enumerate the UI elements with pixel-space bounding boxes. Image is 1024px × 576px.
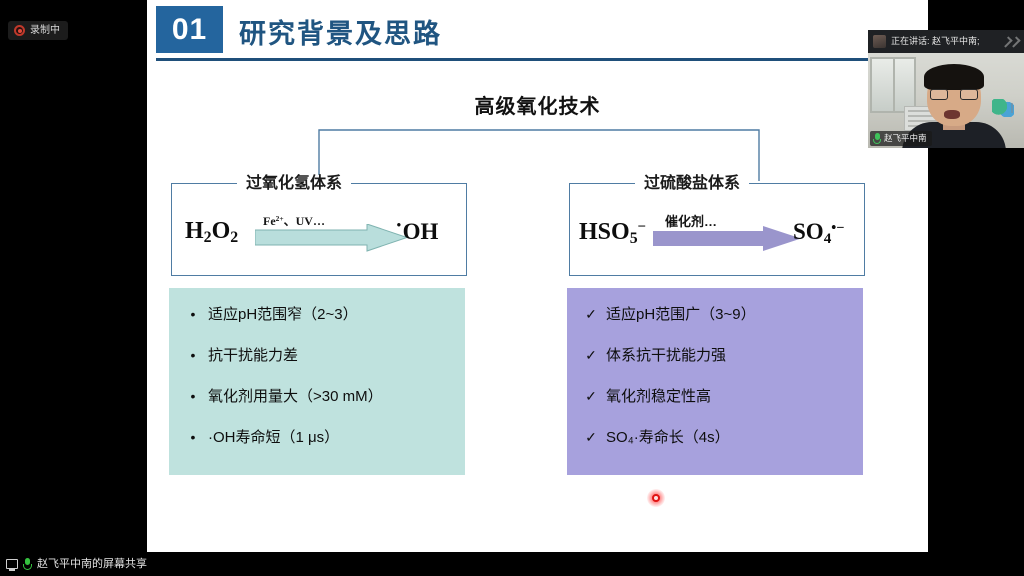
check-icon: ✓	[585, 347, 597, 363]
reaction-arrow-right	[653, 226, 801, 251]
feature-item: • 氧化剂用量大（>30 mM）	[187, 388, 455, 405]
laser-pointer-dot	[647, 489, 665, 507]
chevron-right-icon[interactable]	[1001, 36, 1021, 48]
screen-share-label: 赵飞平中南的屏幕共享	[37, 557, 147, 570]
product-sulfate-radical: SO4•−	[793, 219, 845, 247]
feature-text: 适应pH范围窄（2~3）	[208, 306, 358, 323]
reactant-hso5: HSO5−	[579, 219, 647, 248]
condition-label-right: 催化剂…	[665, 214, 718, 229]
video-feed: 赵飞平中南	[868, 53, 1024, 148]
shared-slide: 01 研究背景及思路 高级氧化技术 过氧化氢体系 H2O2 Fe2+、UV… ˙…	[147, 0, 928, 552]
system-label-hydrogen-peroxide: 过氧化氢体系	[237, 175, 352, 192]
system-label-persulfate: 过硫酸盐体系	[635, 175, 750, 192]
feature-item: ✓ 适应pH范围广（3~9）	[585, 306, 853, 323]
video-tile-header: 正在讲话: 赵飞平中南;	[868, 30, 1024, 53]
feature-item: ✓ 氧化剂稳定性高	[585, 388, 853, 405]
participant-video-tile[interactable]: 正在讲话: 赵飞平中南; 赵飞平中南	[868, 30, 1024, 148]
reactant-h2o2: H2O2	[185, 218, 239, 247]
screen-share-taskbar[interactable]: 赵飞平中南的屏幕共享	[0, 552, 1024, 576]
recording-label: 录制中	[30, 24, 60, 36]
diagram-connector	[318, 129, 760, 181]
check-icon: ✓	[585, 388, 597, 404]
diagram-root-title: 高级氧化技术	[474, 96, 601, 118]
page-title: 研究背景及思路	[239, 19, 442, 49]
participant-name: 赵飞平中南	[884, 133, 927, 144]
microphone-icon	[873, 133, 881, 144]
bullet-icon: •	[190, 347, 196, 363]
feature-text: SO₄·寿命长（4s）	[606, 429, 730, 446]
feature-text: 适应pH范围广（3~9）	[606, 306, 756, 323]
feature-panel-hydrogen-peroxide: • 适应pH范围窄（2~3） • 抗干扰能力差 • 氧化剂用量大（>30 mM）…	[169, 288, 465, 475]
speaking-label: 正在讲话: 赵飞平中南;	[891, 36, 980, 46]
bullet-icon: •	[190, 306, 196, 322]
slide-section-number: 01	[156, 6, 223, 53]
feature-item: • 抗干扰能力差	[187, 347, 455, 364]
participant-name-badge: 赵飞平中南	[870, 131, 932, 146]
feature-item: • ·OH寿命短（1 μs）	[187, 429, 455, 446]
recording-badge[interactable]: 录制中	[8, 21, 68, 40]
feature-item: ✓ 体系抗干扰能力强	[585, 347, 853, 364]
feature-text: ·OH寿命短（1 μs）	[208, 429, 340, 446]
feature-text: 氧化剂用量大（>30 mM）	[208, 388, 383, 405]
participant-thumbnail	[873, 35, 886, 48]
bullet-icon: •	[190, 429, 196, 445]
microphone-icon[interactable]	[23, 558, 32, 570]
feature-text: 体系抗干扰能力强	[606, 347, 727, 364]
bullet-icon: •	[190, 388, 196, 404]
reaction-arrow-left	[255, 224, 407, 252]
header-divider	[156, 58, 918, 61]
feature-text: 氧化剂稳定性高	[606, 388, 712, 405]
record-dot-icon	[14, 25, 25, 36]
feature-text: 抗干扰能力差	[208, 347, 299, 364]
condition-label-left: Fe2+、UV…	[263, 214, 325, 228]
check-icon: ✓	[585, 429, 597, 445]
feature-item: ✓ SO₄·寿命长（4s）	[585, 429, 853, 446]
product-hydroxyl-radical: ˙OH	[395, 219, 439, 244]
feature-panel-persulfate: ✓ 适应pH范围广（3~9） ✓ 体系抗干扰能力强 ✓ 氧化剂稳定性高 ✓ SO…	[567, 288, 863, 475]
check-icon: ✓	[585, 306, 597, 322]
screen-share-icon[interactable]	[6, 559, 18, 571]
feature-item: • 适应pH范围窄（2~3）	[187, 306, 455, 323]
